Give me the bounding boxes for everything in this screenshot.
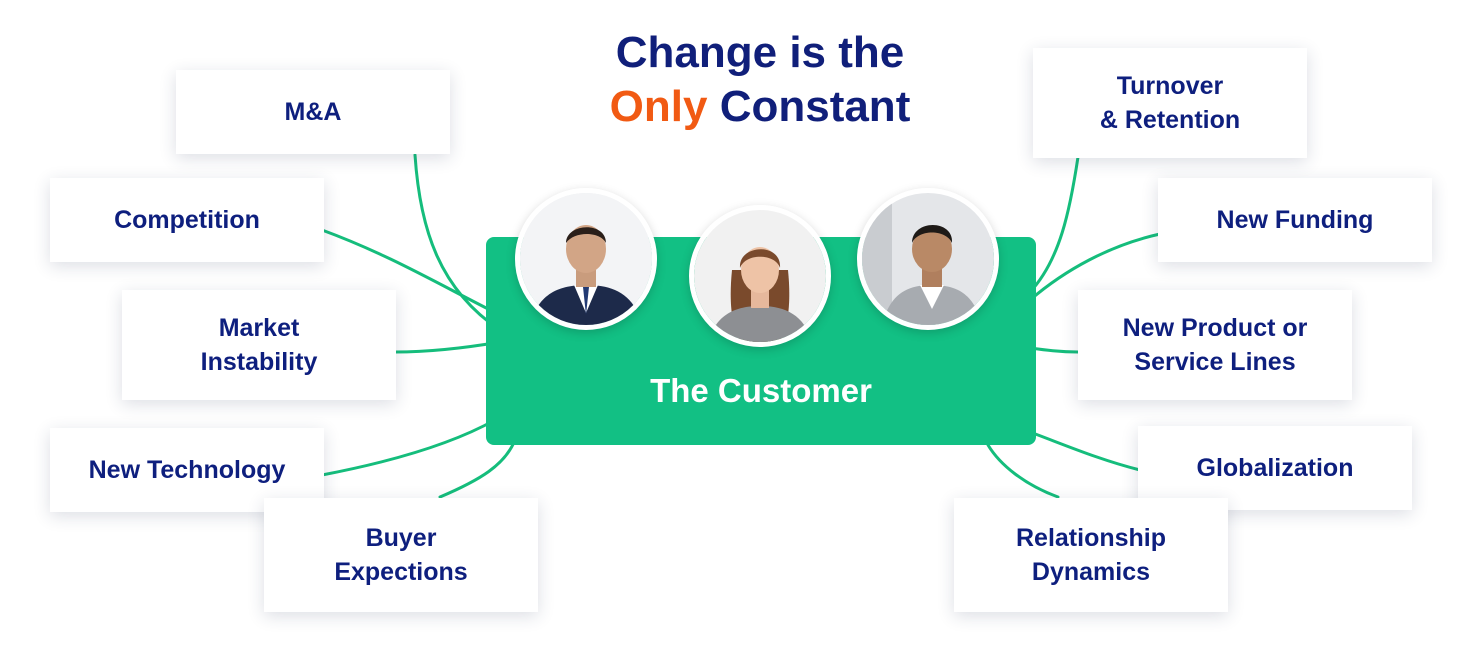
factor-label-competition: Competition <box>114 206 260 234</box>
connector-market-instability <box>393 340 502 354</box>
connector-ma <box>413 153 502 332</box>
factor-box-ma: M&A <box>176 70 450 154</box>
factor-label-turnover-retention: Turnover & Retention <box>1099 72 1241 134</box>
factor-label-market-instability: Market Instability <box>200 314 318 376</box>
connector-buyer-expections <box>438 438 517 499</box>
factor-box-market-instability: Market Instability <box>122 290 396 400</box>
factor-box-new-product: New Product or Service Lines <box>1078 290 1352 400</box>
customer-label: The Customer <box>650 372 872 409</box>
connector-turnover <box>1028 155 1080 294</box>
factor-label-relationship-dynamics: Relationship Dynamics <box>1015 524 1166 586</box>
factor-box-competition: Competition <box>50 178 324 262</box>
factor-box-buyer-expections: Buyer Expections <box>264 498 538 612</box>
person-suit-icon <box>515 188 657 330</box>
factor-label-new-funding: New Funding <box>1216 206 1374 234</box>
factor-box-new-funding: New Funding <box>1158 178 1432 262</box>
title-line-1: Change is the <box>615 28 905 77</box>
person-smiling-icon <box>857 188 999 330</box>
factor-box-relationship-dynamics: Relationship Dynamics <box>954 498 1228 612</box>
factor-label-new-product: New Product or Service Lines <box>1122 314 1308 376</box>
connector-new-product <box>1028 346 1080 354</box>
factor-box-turnover-retention: Turnover & Retention <box>1033 48 1307 158</box>
connector-new-funding <box>1028 232 1162 302</box>
connector-globalization <box>1028 430 1142 472</box>
factor-label-ma: M&A <box>284 98 342 126</box>
connector-competition <box>320 228 502 317</box>
page-title: Change is the Only Constant <box>560 26 960 134</box>
factor-label-globalization: Globalization <box>1196 454 1354 482</box>
factor-label-new-technology: New Technology <box>88 456 286 484</box>
title-rest: Constant <box>719 82 911 131</box>
connector-relationship <box>986 443 1060 499</box>
title-accent-word: Only <box>609 82 708 131</box>
person-woman-icon <box>689 205 831 347</box>
factor-label-buyer-expections: Buyer Expections <box>334 524 468 586</box>
factor-box-globalization: Globalization <box>1138 426 1412 510</box>
connector-new-technology <box>320 418 497 477</box>
